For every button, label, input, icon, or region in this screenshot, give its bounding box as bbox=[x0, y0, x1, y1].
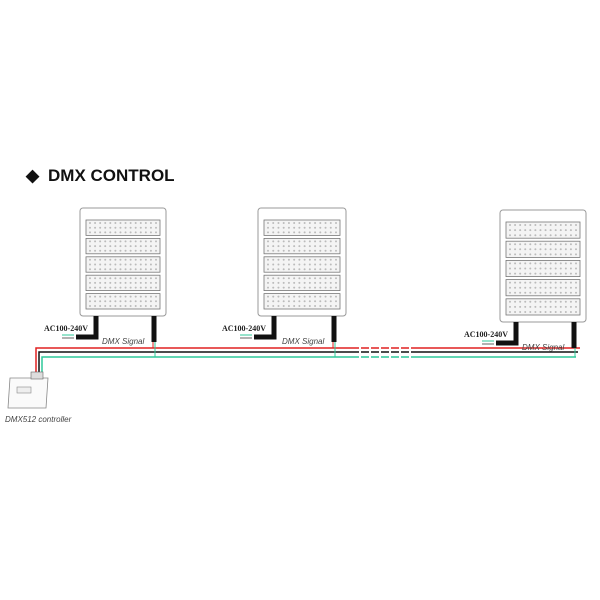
led-module bbox=[85, 293, 161, 310]
floodlight-fixture: AC100-240V DMX Signal bbox=[44, 207, 167, 357]
continuation-gap bbox=[359, 346, 411, 360]
green-wire bbox=[41, 356, 576, 372]
dmx-signal-label: DMX Signal bbox=[522, 343, 564, 352]
power-cable bbox=[76, 316, 99, 340]
dmx-signal-label: DMX Signal bbox=[102, 337, 144, 346]
black-wire bbox=[38, 351, 578, 372]
led-module bbox=[505, 240, 581, 258]
led-module bbox=[85, 237, 161, 255]
diamond-bullet-icon: ◆ bbox=[25, 166, 40, 185]
led-module bbox=[505, 221, 581, 239]
power-label: AC100-240V bbox=[222, 324, 266, 333]
led-module bbox=[263, 293, 341, 310]
led-module bbox=[263, 237, 341, 255]
red-wire bbox=[35, 347, 580, 372]
led-module bbox=[505, 259, 581, 277]
power-cable bbox=[496, 322, 519, 346]
power-cable bbox=[254, 316, 277, 340]
led-module bbox=[85, 219, 161, 236]
dmx-wiring bbox=[35, 346, 580, 372]
led-module bbox=[505, 279, 581, 297]
floodlight-fixture: AC100-240V DMX Signal bbox=[464, 209, 587, 357]
power-label: AC100-240V bbox=[44, 324, 88, 333]
power-label: AC100-240V bbox=[464, 330, 508, 339]
led-module bbox=[505, 298, 581, 316]
controller-label: DMX512 controller bbox=[5, 415, 72, 424]
led-module bbox=[85, 256, 161, 273]
led-module bbox=[263, 219, 341, 236]
led-module bbox=[263, 274, 341, 292]
led-module bbox=[263, 256, 341, 273]
led-module bbox=[85, 274, 161, 292]
dmx512-controller: DMX512 controller bbox=[5, 371, 72, 424]
dmx-signal-label: DMX Signal bbox=[282, 337, 324, 346]
floodlight-fixture: AC100-240V DMX Signal bbox=[222, 207, 347, 357]
diagram-title: DMX CONTROL bbox=[48, 166, 175, 185]
